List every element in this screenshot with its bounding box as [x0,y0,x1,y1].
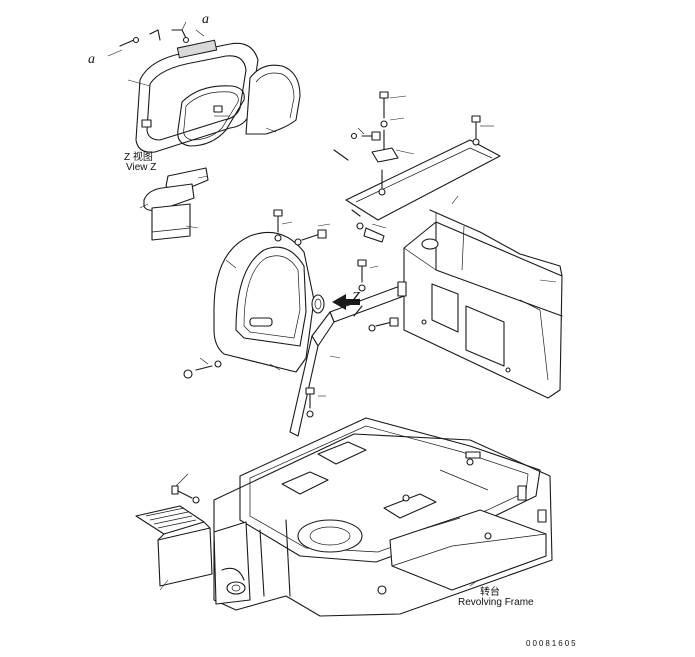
drawing-number: 00081605 [526,639,578,648]
direction-arrow-icon [332,294,360,310]
view-z-label-cn: Z 视图 [124,152,153,163]
view-z-wedge-parts [139,167,209,241]
rear-hood-cover [183,209,331,379]
callout-a-left: a [88,52,95,67]
view-z-cover-assembly [107,21,301,153]
revolving-frame [135,417,553,617]
z-view-marker: Z [352,290,360,305]
top-cover-plate [333,91,501,243]
revolving-frame-label-cn: 转台 [480,587,500,598]
callout-a-top: a [202,12,209,27]
support-rail [289,259,407,437]
view-z-label-en: View Z [126,162,157,173]
revolving-frame-label-en: Revolving Frame [458,597,534,608]
side-box-cover [403,195,563,399]
